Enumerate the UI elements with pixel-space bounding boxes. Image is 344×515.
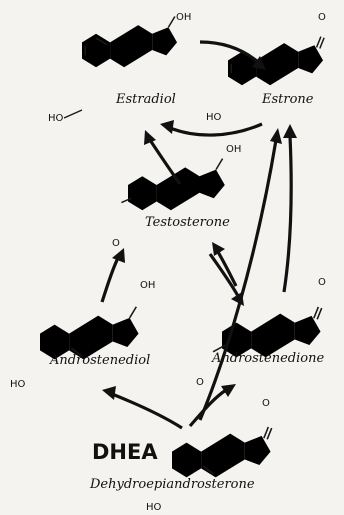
testosterone-group-1: OH	[226, 144, 241, 155]
estradiol-group-2: HO	[48, 113, 64, 124]
testosterone-group-2: O	[112, 238, 120, 249]
arrowhead-dhea-to-androstenediol	[102, 386, 116, 400]
dhea-label: Dehydroepiandrosterone	[89, 477, 255, 492]
arrow-androstenediol-to-testosterone	[100, 257, 120, 303]
arrowhead-estrone-to-estradiol	[160, 120, 174, 134]
dhea-group-1: O	[262, 398, 270, 409]
testosterone-label: Testosterone	[145, 215, 230, 230]
arrow-dhea-to-androstenediol	[111, 392, 183, 430]
dhea-abbreviation: DHEA	[92, 440, 158, 464]
arrow-androstenedione-to-estrone	[282, 135, 293, 293]
testosterone-structure	[121, 154, 225, 211]
estrone-group-1: O	[318, 12, 326, 23]
arrow-androstenedione-to-testosterone	[216, 251, 238, 287]
estrone-label: Estrone	[261, 92, 314, 107]
androstenedione-structure	[212, 300, 323, 358]
dhea-group-2: HO	[146, 502, 162, 513]
arrowhead-androstenediol-to-testosterone	[112, 248, 125, 263]
androstenediol-structure	[40, 302, 139, 360]
estrone-group-2: HO	[206, 112, 222, 123]
arrowhead-androstenedione-to-estrone	[283, 124, 297, 138]
arrow-dhea-to-androstenedione	[188, 388, 227, 428]
androstenedione-label: Androstenedione	[211, 351, 324, 366]
arrowhead-testosterone-to-estradiol	[144, 130, 156, 145]
arrow-testosterone-to-androstenedione	[208, 253, 240, 297]
arrowhead-testosterone-to-androstenedione	[231, 292, 244, 306]
arrowhead-dhea-to-androstenedione	[221, 384, 236, 397]
androstenedione-group-1: O	[318, 277, 326, 288]
androstenediol-group-2: HO	[10, 379, 26, 390]
estradiol-group-1: OH	[176, 12, 191, 23]
arrow-estrone-to-estradiol	[169, 122, 263, 137]
androstenediol-label: Androstenediol	[49, 353, 150, 368]
androstenedione-group-2: O	[196, 377, 204, 388]
dhea-structure	[172, 420, 273, 478]
androstenediol-group-1: OH	[140, 280, 155, 291]
estradiol-structure	[82, 12, 178, 68]
estrone-structure	[228, 30, 325, 86]
arrow-estradiol-to-estrone	[199, 40, 260, 64]
arrowhead-dhea-to-estrone	[270, 128, 282, 144]
arrowhead-estradiol-to-estrone	[252, 56, 266, 70]
arrowhead-androstenedione-to-testosterone	[212, 242, 225, 256]
estradiol-label: Estradiol	[115, 92, 176, 107]
arrow-testosterone-to-estradiol	[148, 139, 182, 185]
